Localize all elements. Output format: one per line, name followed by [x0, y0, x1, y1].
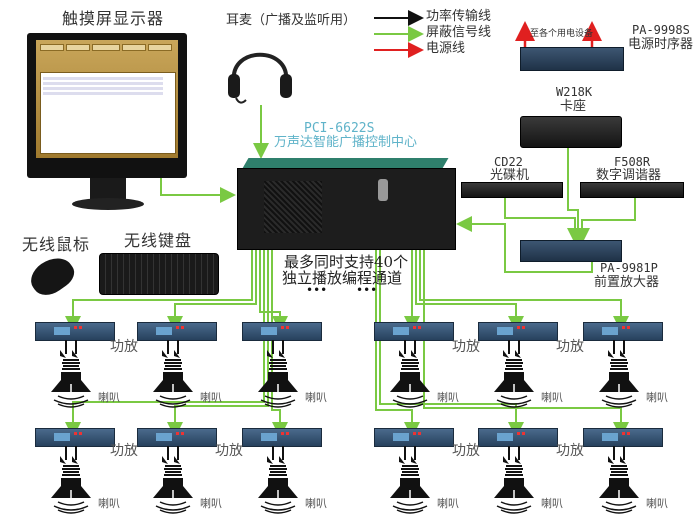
power-amplifier	[137, 428, 217, 447]
legend-power-label: 功率传输线	[426, 9, 492, 24]
cassette-signal	[567, 147, 586, 244]
amp-label: 功放	[556, 339, 584, 355]
headset-label: 耳麦（广播及监听用）	[226, 13, 357, 28]
monitor-base	[72, 198, 144, 210]
power-sequencer-device	[520, 47, 624, 71]
speaker-label: 喇叭	[98, 391, 120, 404]
speaker-icon	[51, 340, 91, 408]
speaker-icon	[390, 446, 430, 514]
power-amplifier	[35, 322, 115, 341]
monitor-title: 触摸屏显示器	[62, 9, 165, 28]
cd-player-device	[461, 182, 563, 198]
speaker-icon	[494, 340, 534, 408]
center-name: 万声达智能广播控制中心	[274, 135, 418, 150]
speaker-icon	[153, 340, 193, 408]
sequencer-model: PA-9998S	[632, 23, 690, 37]
monitor-screen	[36, 40, 178, 158]
speaker-label: 喇叭	[305, 497, 327, 510]
power-amplifier	[374, 428, 454, 447]
speaker-icon	[494, 446, 534, 514]
power-amplifier	[583, 322, 663, 341]
preamp-model: PA-9981P	[600, 261, 658, 275]
amp-label: 功放	[215, 443, 243, 459]
ellipsis-right: •••	[356, 283, 378, 297]
amp-label: 功放	[110, 339, 138, 355]
mouse-label: 无线鼠标	[22, 235, 91, 254]
power-amplifier	[137, 322, 217, 341]
tuner-device	[580, 182, 684, 198]
cd-signal	[504, 196, 583, 244]
speaker-label: 喇叭	[437, 391, 459, 404]
tuner-model: F508R	[614, 155, 651, 169]
preamp-to-center	[456, 216, 593, 273]
power-amplifier	[374, 322, 454, 341]
monitor-signal	[160, 178, 236, 203]
cassette-model: W218K	[556, 85, 593, 99]
touchscreen-monitor	[27, 33, 187, 178]
power-amplifier	[478, 428, 558, 447]
amp-label: 功放	[556, 443, 584, 459]
legend-signal-label: 屏蔽信号线	[426, 25, 492, 40]
cassette-deck-device	[520, 116, 622, 148]
power-amplifier	[242, 322, 322, 341]
speaker-label: 喇叭	[646, 391, 668, 404]
speaker-label: 喇叭	[200, 497, 222, 510]
cd-model: CD22	[494, 155, 523, 169]
speaker-label: 喇叭	[646, 497, 668, 510]
speaker-label: 喇叭	[437, 497, 459, 510]
speaker-icon	[390, 340, 430, 408]
center-model: PCI-6622S	[304, 121, 375, 136]
speaker-label: 喇叭	[541, 391, 563, 404]
cd-name: 光碟机	[490, 168, 530, 183]
tuner-name: 数字调谐器	[596, 168, 662, 183]
key-lock-icon	[378, 179, 388, 201]
speaker-icon	[599, 446, 639, 514]
sequencer-note: 至各个用电设备	[530, 29, 594, 39]
cassette-name: 卡座	[560, 99, 587, 114]
speaker-label: 喇叭	[305, 391, 327, 404]
speaker-icon	[599, 340, 639, 408]
amp-label: 功放	[452, 339, 480, 355]
amp-label: 功放	[110, 443, 138, 459]
preamp-name: 前置放大器	[594, 275, 660, 290]
preamp-device	[520, 240, 622, 262]
speaker-label: 喇叭	[541, 497, 563, 510]
speaker-icon	[258, 446, 298, 514]
sequencer-name: 电源时序器	[628, 37, 694, 52]
keyboard-label: 无线键盘	[124, 231, 193, 250]
amp-label: 功放	[452, 443, 480, 459]
speaker-label: 喇叭	[200, 391, 222, 404]
speaker-icon	[258, 340, 298, 408]
keyboard-icon	[99, 253, 219, 295]
center-caption-1: 最多同时支持40个	[284, 253, 409, 271]
ellipsis-left: •••	[306, 283, 328, 297]
speaker-label: 喇叭	[98, 497, 120, 510]
center-caption-2: 独立播放编程通道	[282, 269, 403, 287]
speaker-icon	[51, 446, 91, 514]
power-amplifier	[583, 428, 663, 447]
power-amplifier	[478, 322, 558, 341]
monitor-stand	[90, 178, 126, 200]
legend-mains-label: 电源线	[426, 41, 466, 56]
tuner-signal	[574, 196, 636, 244]
headset-icon	[228, 52, 292, 104]
power-amplifier	[35, 428, 115, 447]
control-center-device	[237, 168, 456, 250]
power-amplifier	[242, 428, 322, 447]
speaker-icon	[153, 446, 193, 514]
